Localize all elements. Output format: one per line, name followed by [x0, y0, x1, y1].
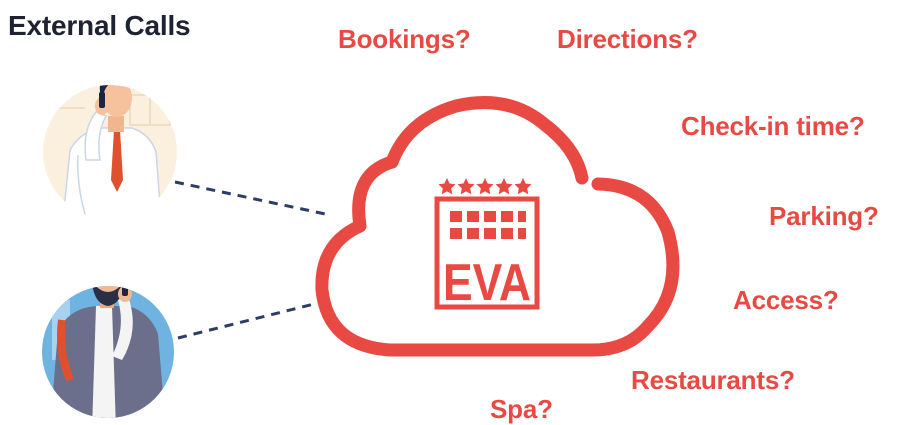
question-restaurants: Restaurants? — [631, 365, 795, 395]
eva-cloud-logo-icon: EVA — [315, 96, 680, 357]
question-directions: Directions? — [557, 24, 698, 54]
bearded-caller-avatar-icon — [42, 286, 174, 418]
building-windows — [450, 211, 526, 239]
question-check-in-time: Check-in time? — [681, 111, 865, 141]
connector-line-bottom — [177, 300, 323, 340]
rating-stars — [438, 178, 532, 195]
question-bookings: Bookings? — [338, 24, 471, 54]
building-frame — [434, 196, 540, 310]
logo-text: EVA — [443, 254, 531, 312]
question-spa: Spa? — [490, 394, 553, 424]
male-caller-avatar-icon — [43, 85, 177, 219]
page-title: External Calls — [8, 10, 191, 41]
cloud-outline — [315, 96, 680, 357]
question-access: Access? — [733, 285, 839, 315]
question-parking: Parking? — [769, 201, 879, 231]
connector-line-top — [174, 180, 331, 217]
